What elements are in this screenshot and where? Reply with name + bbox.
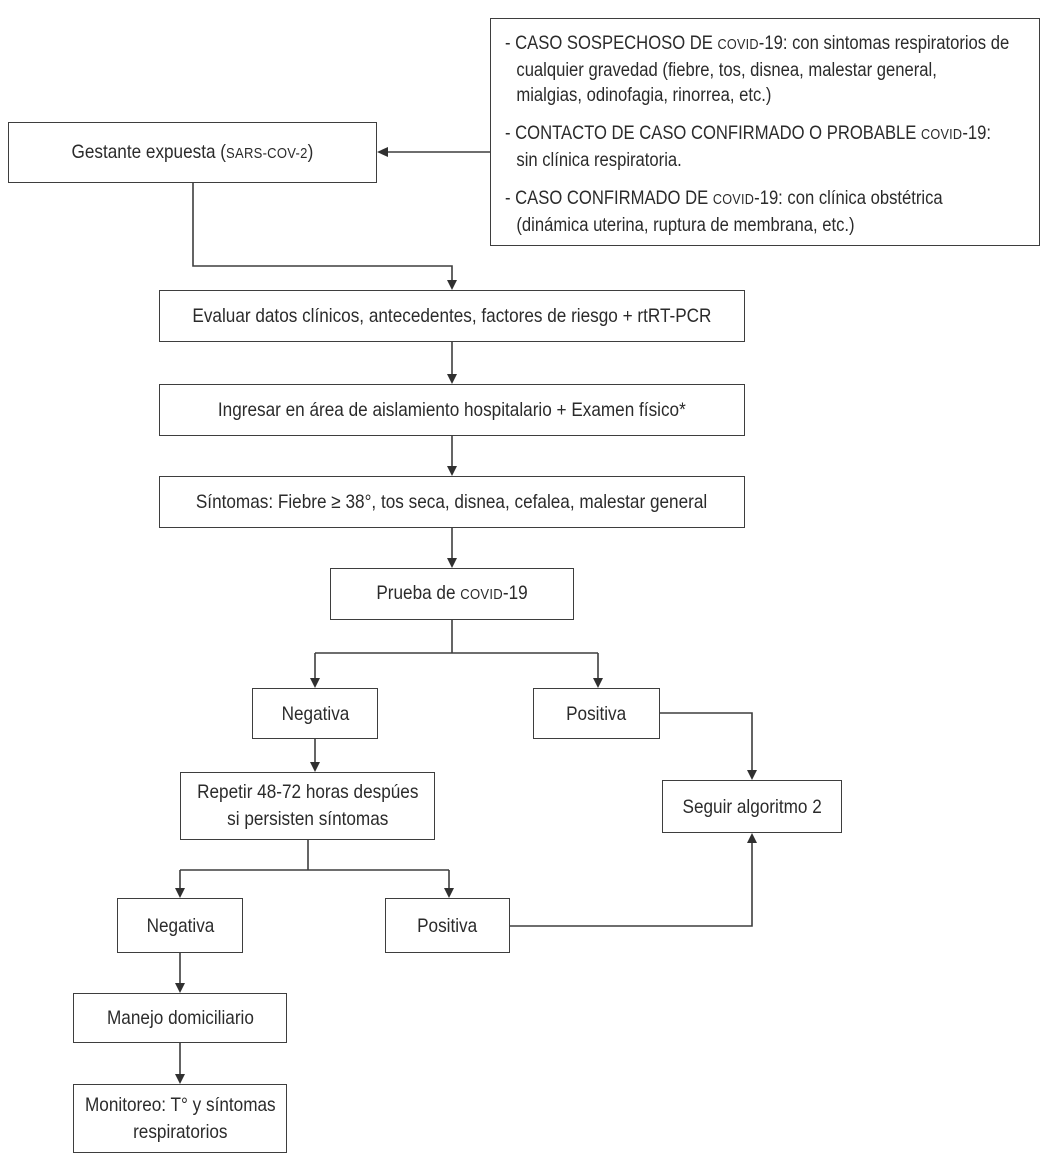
arrowhead-down-icon: [447, 466, 457, 476]
connector-negativa2-to-manejo: [175, 953, 185, 993]
node-label: Positiva: [566, 702, 627, 725]
connector-prueba-branch: [310, 620, 603, 688]
connector-manejo-to-monitoreo: [175, 1043, 185, 1084]
connector-positiva2-to-seguir: [510, 833, 757, 927]
arrowhead-down-icon: [747, 770, 757, 780]
arrowhead-down-icon: [447, 558, 457, 568]
connector-repetir-branch: [175, 840, 454, 898]
node-negativa-2: Negativa: [117, 898, 243, 953]
connector-ingresar-to-sintomas: [447, 436, 457, 476]
node-seguir-algoritmo-2: Seguir algoritmo 2: [662, 780, 842, 833]
node-label: Gestante expuesta (SARS-COV-2): [71, 140, 314, 163]
connector-positiva1-to-seguir: [660, 712, 757, 780]
arrowhead-down-icon: [175, 1074, 185, 1084]
arrowhead-down-icon: [447, 280, 457, 290]
connector-negativa1-to-repetir: [310, 739, 320, 772]
node-evaluar-datos: Evaluar datos clínicos, antecedentes, fa…: [159, 290, 745, 342]
node-label: Prueba de COVID-19: [376, 582, 528, 604]
node-label: Manejo domiciliario: [106, 1007, 254, 1029]
node-prueba-covid19: Prueba de COVID-19: [330, 568, 574, 620]
node-negativa-1: Negativa: [252, 688, 378, 739]
arrowhead-down-icon: [447, 374, 457, 384]
node-label: Ingresar en área de aislamiento hospital…: [218, 399, 686, 421]
node-label: Negativa: [281, 702, 349, 725]
node-label: Síntomas: Fiebre ≥ 38°, tos seca, disnea…: [196, 491, 708, 513]
arrowhead-left-icon: [377, 147, 388, 157]
definition-contacto-caso: - CONTACTO DE CASO CONFIRMADO O PROBABLE…: [505, 123, 991, 171]
node-gestante-expuesta: Gestante expuesta (SARS-COV-2): [8, 122, 377, 183]
arrowhead-down-icon: [310, 762, 320, 772]
definition-caso-confirmado: - CASO CONFIRMADO DE COVID-19: con clíni…: [505, 188, 943, 236]
arrowhead-down-icon: [175, 888, 185, 898]
arrowhead-up-icon: [747, 833, 757, 843]
definition-caso-sospechoso: - CASO SOSPECHOSO DE COVID-19: con sinto…: [505, 33, 1010, 106]
node-label: Evaluar datos clínicos, antecedentes, fa…: [192, 305, 712, 327]
node-positiva-1: Positiva: [533, 688, 660, 739]
node-label: Negativa: [146, 914, 214, 937]
node-positiva-2: Positiva: [385, 898, 510, 953]
arrowhead-down-icon: [175, 983, 185, 993]
node-sintomas: Síntomas: Fiebre ≥ 38°, tos seca, disnea…: [159, 476, 745, 528]
connector-gestante-to-evaluar: [192, 183, 457, 290]
node-manejo-domiciliario: Manejo domiciliario: [73, 993, 287, 1043]
case-definitions-box: - CASO SOSPECHOSO DE COVID-19: con sinto…: [490, 18, 1040, 246]
arrowhead-down-icon: [593, 678, 603, 688]
arrowhead-down-icon: [310, 678, 320, 688]
node-label: Seguir algoritmo 2: [682, 795, 822, 818]
connector-sintomas-to-prueba: [447, 528, 457, 568]
arrowhead-down-icon: [444, 888, 454, 898]
node-label: Positiva: [417, 914, 478, 937]
case-definitions-content: - CASO SOSPECHOSO DE COVID-19: con sinto…: [505, 31, 1030, 238]
connector-evaluar-to-ingresar: [447, 342, 457, 384]
node-ingresar-aislamiento: Ingresar en área de aislamiento hospital…: [159, 384, 745, 436]
connector-definitions-to-gestante: [377, 147, 490, 157]
